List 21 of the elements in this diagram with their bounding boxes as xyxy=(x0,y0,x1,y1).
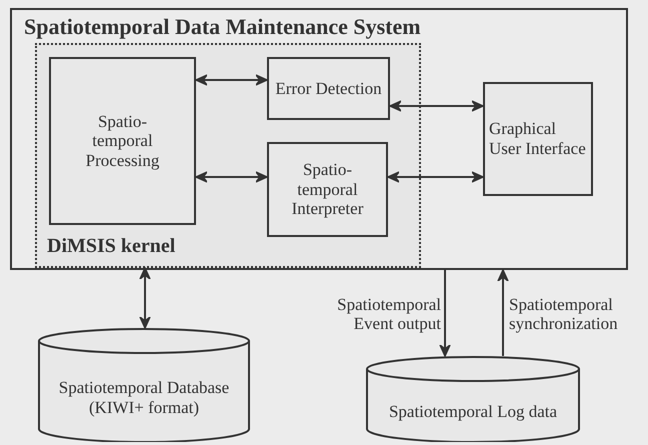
arrow xyxy=(139,267,151,329)
kernel-frame xyxy=(35,43,421,268)
arrow xyxy=(497,269,509,356)
node-label: Error Detection xyxy=(275,78,382,98)
node-label: Spatio- temporal Interpreter xyxy=(290,160,364,219)
arrow xyxy=(195,171,268,183)
arrow xyxy=(387,171,484,183)
node-label: Graphical User Interface xyxy=(489,119,587,159)
interface-box xyxy=(483,82,593,196)
process-box xyxy=(267,57,390,120)
arrow xyxy=(195,74,268,86)
node-label: Spatiotemporal Database (KIWI+ format) xyxy=(58,378,230,418)
arrow xyxy=(389,100,484,112)
kernel-title: DiMSIS kernel xyxy=(47,235,176,258)
arrow xyxy=(439,270,451,357)
node-label: Spatiotemporal Log data xyxy=(388,402,558,422)
system-title: Spatiotemporal Data Maintenance System xyxy=(24,14,421,40)
system-frame xyxy=(10,8,628,270)
process-box xyxy=(267,142,388,237)
node-label: Spatio- temporal Processing xyxy=(84,112,160,170)
process-box xyxy=(49,57,196,225)
